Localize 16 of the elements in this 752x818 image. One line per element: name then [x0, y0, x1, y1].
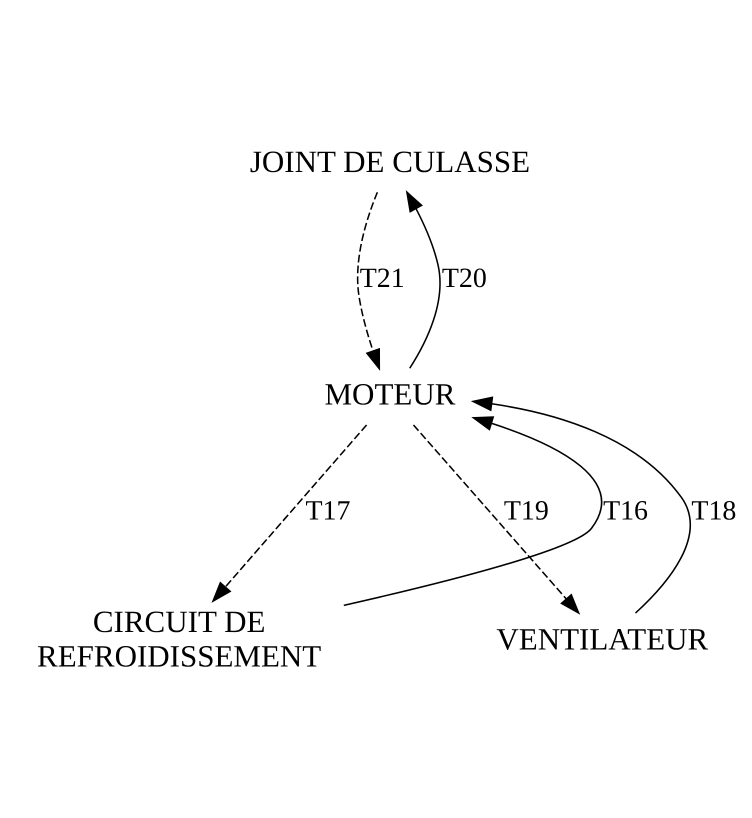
arrow: [406, 190, 441, 369]
node-text: CIRCUIT DE REFROIDISSEMENT: [37, 604, 322, 674]
node-text: VENTILATEUR: [496, 621, 708, 656]
edge-label: T16: [603, 496, 648, 527]
arrow: [344, 416, 602, 606]
edge-label: T17: [305, 496, 350, 527]
arrow: [356, 192, 380, 371]
edge-label: T19: [504, 496, 549, 527]
node-text: JOINT DE CULASSE: [250, 144, 530, 179]
arrow: [212, 424, 368, 603]
arrow: [470, 396, 691, 614]
edge-label: T18: [691, 496, 736, 527]
arrow: [412, 424, 580, 615]
node-text: MOTEUR: [324, 376, 456, 412]
edge-label: T20: [442, 263, 487, 294]
edge-label: T21: [360, 263, 405, 294]
